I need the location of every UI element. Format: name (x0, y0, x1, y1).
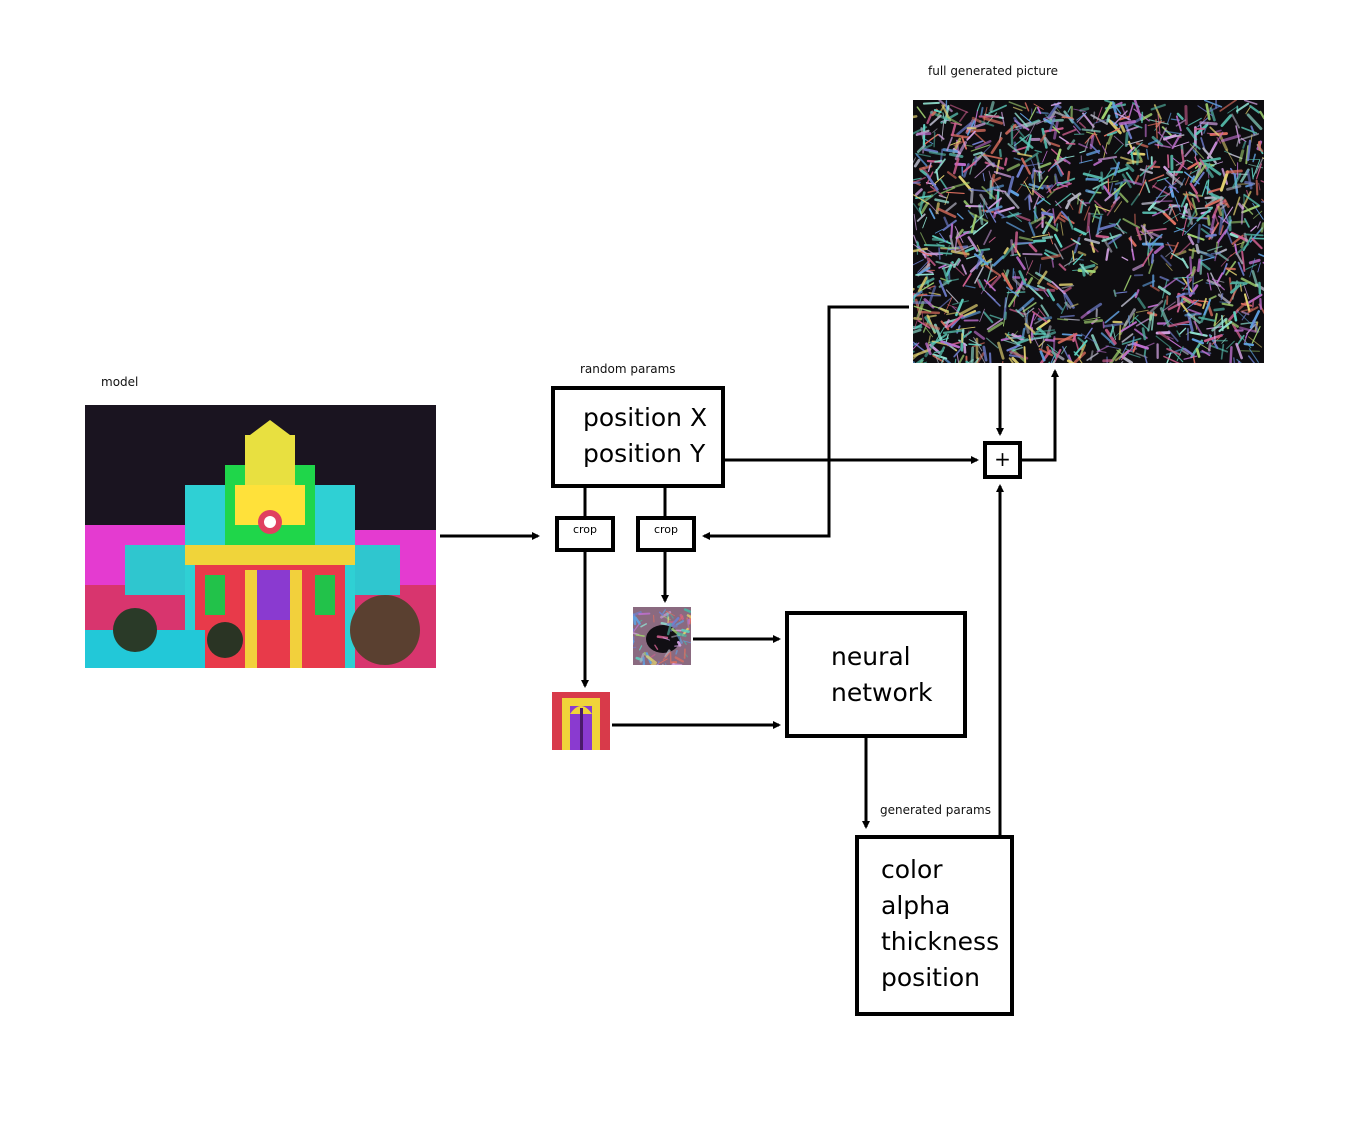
generated-patch-strokes (633, 607, 691, 665)
model-crop-patch (552, 692, 610, 750)
neural-network-box: neural network (785, 611, 967, 738)
random-params-text: position X position Y (583, 403, 708, 468)
arrow-picture-to-crop (702, 305, 909, 540)
generated-params-text: color alpha thickness position (881, 855, 1000, 992)
plus-node: + (983, 441, 1022, 479)
full-generated-picture-label: full generated picture (928, 64, 1059, 78)
crop-generated-box: crop (636, 516, 696, 552)
model-image (85, 405, 436, 668)
full-generated-picture (913, 100, 1264, 363)
crop-model-box: crop (555, 516, 615, 552)
generated-strokes-canvas (913, 100, 1264, 363)
building-illustration (85, 405, 436, 668)
generated-params-box: color alpha thickness position (855, 835, 1014, 1016)
neural-network-text: neural network (831, 642, 933, 707)
random-params-box: position X position Y (551, 386, 725, 488)
model-label: model (101, 375, 139, 389)
random-params-label: random params (580, 362, 676, 376)
generated-crop-patch (633, 607, 691, 665)
model-patch-door (552, 692, 610, 750)
generated-params-label: generated params (880, 803, 991, 817)
arrow-plus-to-picture (1022, 369, 1059, 462)
